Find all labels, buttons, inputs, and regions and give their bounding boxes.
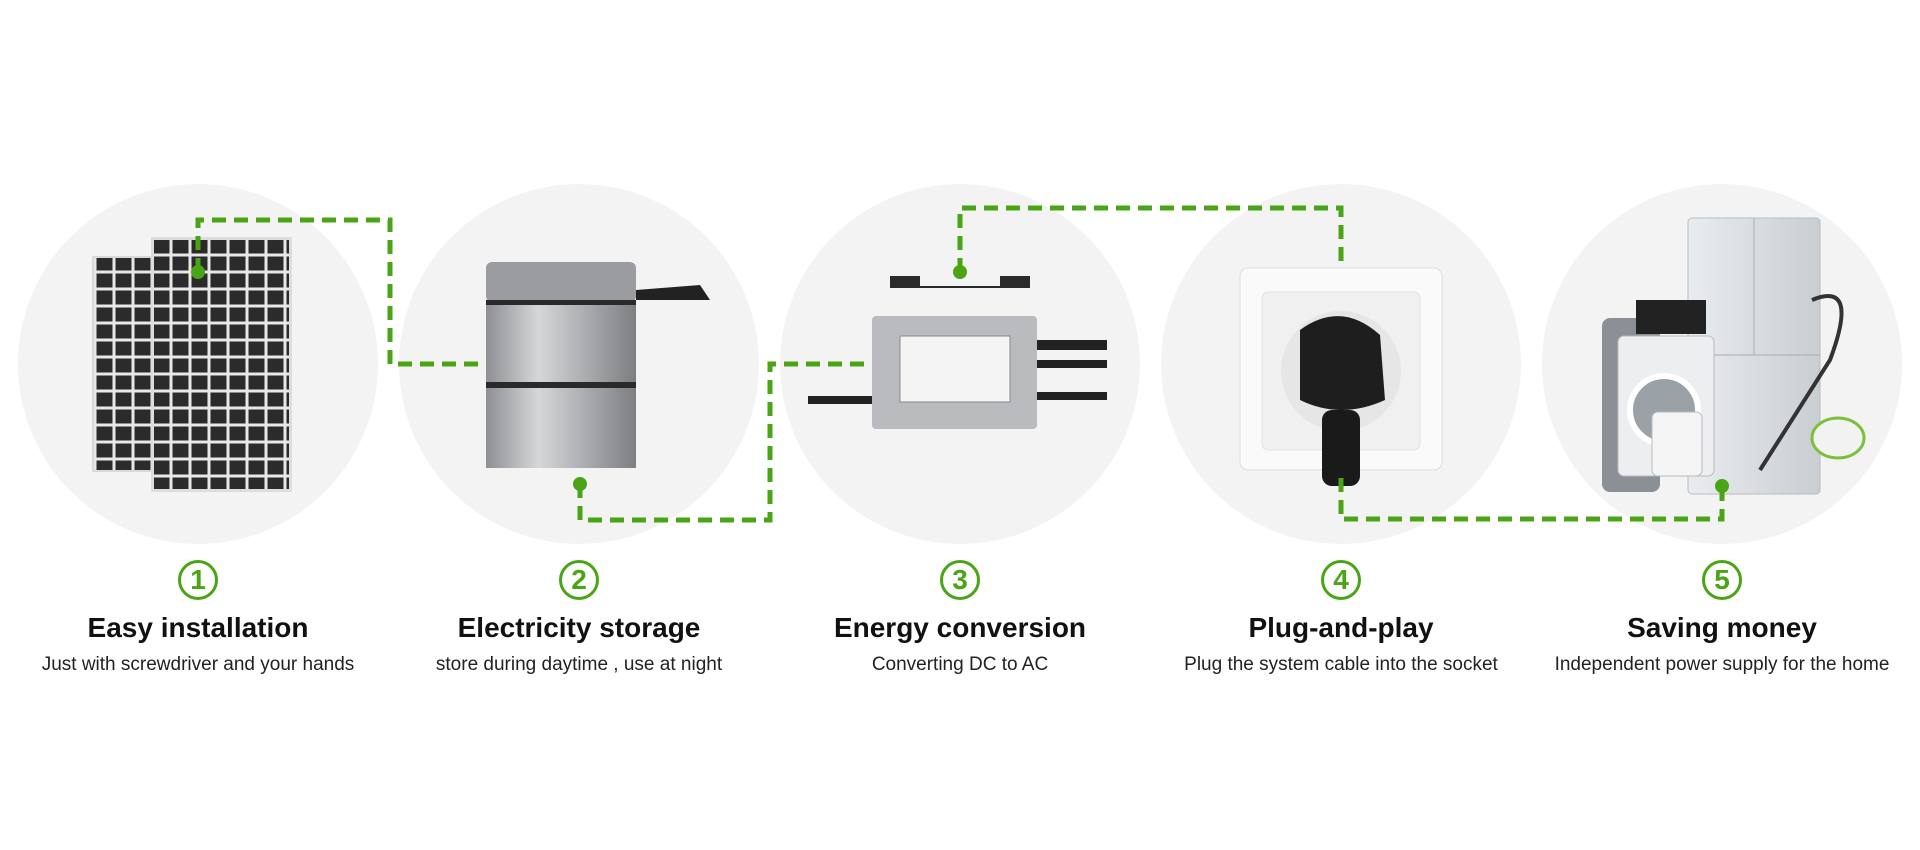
step-3: 3 Energy conversion Converting DC to AC [770,560,1150,676]
step-number: 3 [940,560,980,600]
step-title: Plug-and-play [1248,612,1434,643]
step-subtitle: Independent power supply for the home [1554,654,1890,675]
step-title: Energy conversion [833,612,1087,643]
step-subtitle: Plug the system cable into the socket [1184,654,1498,675]
home-appliances-icon [1602,217,1866,495]
battery-icon [486,262,710,468]
connection-line [195,205,1725,523]
connection-dots [191,265,1729,493]
step-4: 4 Plug-and-play Plug the system cable in… [1151,560,1531,676]
step-subtitle: Converting DC to AC [871,654,1049,675]
step-title: Saving money [1627,612,1817,643]
wall-socket-icon [1239,267,1443,486]
step-number: 4 [1321,560,1361,600]
step-title: Electricity storage [457,612,701,643]
solar-panel-icon [92,237,292,492]
step-subtitle: Just with screwdriver and your hands [41,654,355,675]
micro-inverter-icon [808,276,1107,429]
step-subtitle: store during daytime , use at night [435,654,723,675]
step-number: 2 [559,560,599,600]
step-number: 1 [178,560,218,600]
step-1: 1 Easy installation Just with screwdrive… [8,560,388,676]
step-number: 5 [1702,560,1742,600]
step-title: Easy installation [87,612,309,643]
step-2: 2 Electricity storage store during dayti… [389,560,769,676]
step-5: 5 Saving money Independent power supply … [1532,560,1912,676]
